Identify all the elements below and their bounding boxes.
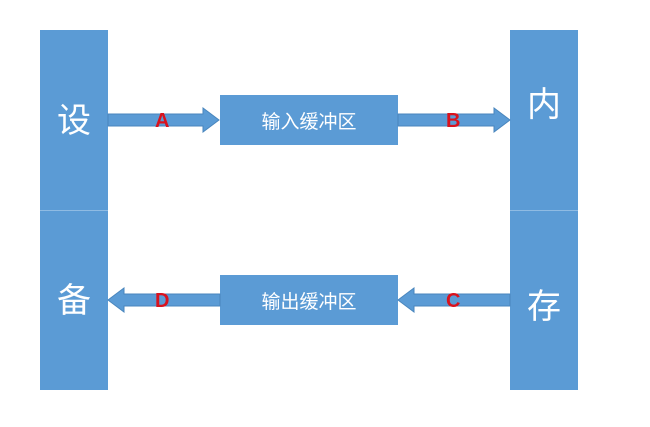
device-label-top: 设 — [57, 101, 91, 141]
arrow-d-shape — [107, 287, 221, 313]
memory-label-bottom: 存 — [527, 287, 561, 327]
arrow-b-shape — [397, 107, 511, 133]
arrow-b-label: B — [446, 110, 461, 132]
input-buffer-box: 输入缓冲区 — [220, 95, 398, 145]
input-buffer-label: 输入缓冲区 — [261, 110, 357, 133]
device-block-divider — [40, 210, 108, 211]
arrow-c-label: C — [446, 290, 461, 312]
device-label-bottom: 备 — [57, 281, 91, 321]
arrow-a-shape — [107, 107, 220, 133]
arrow-a-label: A — [155, 110, 170, 132]
memory-label-top: 内 — [527, 85, 561, 125]
memory-block-divider — [510, 210, 578, 211]
output-buffer-label: 输出缓冲区 — [261, 290, 357, 313]
arrow-d-label: D — [155, 290, 170, 312]
output-buffer-box: 输出缓冲区 — [220, 275, 398, 325]
arrow-c-shape — [397, 287, 511, 313]
